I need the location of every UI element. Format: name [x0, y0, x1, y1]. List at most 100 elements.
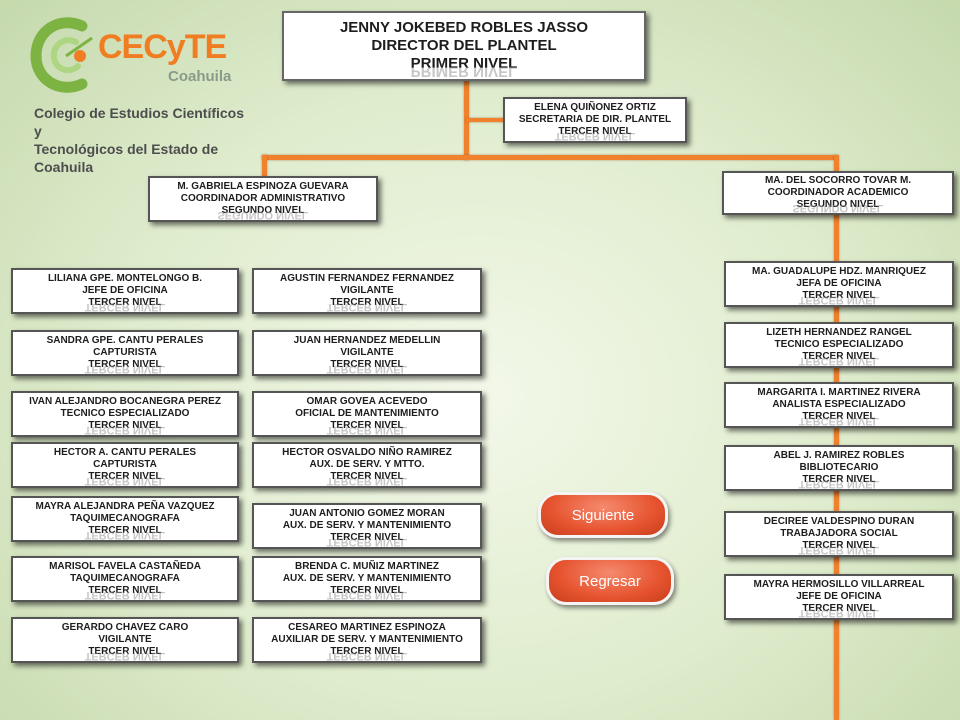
position-name: IVAN ALEJANDRO BOCANEGRA PEREZ: [29, 396, 221, 407]
logo-subtitle-line2: Tecnológicos del Estado de Coahuila: [34, 141, 219, 175]
position-role: CAPTURISTA: [93, 347, 157, 358]
position-level: TERCER NIVEL: [330, 532, 404, 543]
position-level: TERCER NIVEL: [88, 297, 162, 308]
logo-state: Coahuila: [168, 68, 232, 85]
position-level: TERCER NIVEL: [330, 420, 404, 431]
position-level: TERCER NIVEL: [88, 525, 162, 536]
position-level: TERCER NIVEL: [88, 471, 162, 482]
position-role: AUX. DE SERV. Y MANTENIMIENTO: [282, 573, 452, 584]
position-level: TERCER NIVEL: [558, 126, 632, 137]
position-name: MAYRA ALEJANDRA PEÑA VAZQUEZ: [35, 501, 215, 512]
connector-line: [466, 118, 506, 122]
position-name: BRENDA C. MUÑIZ MARTINEZ: [294, 561, 440, 572]
connector-line: [262, 155, 267, 185]
position-name: AGUSTIN FERNANDEZ FERNANDEZ: [280, 273, 454, 284]
position-name: MAYRA HERMOSILLO VILLARREAL: [753, 579, 925, 590]
position-name: MA. GUADALUPE HDZ. MANRIQUEZ: [752, 266, 926, 277]
position-role: SECRETARIA DE DIR. PLANTEL: [518, 114, 672, 125]
cecyte-logo: CECyTE Coahuila Colegio de Estudios Cien…: [26, 12, 246, 175]
position-role: AUX. DE SERV. Y MTTO.: [309, 459, 425, 470]
position-level: TERCER NIVEL: [330, 471, 404, 482]
position-role: TRABAJADORA SOCIAL: [780, 528, 898, 539]
position-level: TERCER NIVEL: [88, 359, 162, 370]
position-name: LIZETH HERNANDEZ RANGEL: [766, 327, 912, 338]
position-level: TERCER NIVEL: [802, 540, 876, 551]
position-level: TERCER NIVEL: [88, 585, 162, 596]
position-role: BIBLIOTECARIO: [799, 462, 879, 473]
position-role: AUX. DE SERV. Y MANTENIMIENTO: [282, 520, 452, 531]
position-level: PRIMER NIVEL: [410, 55, 518, 72]
position-level: TERCER NIVEL: [802, 603, 876, 614]
connector-line: [834, 155, 839, 175]
position-role: VIGILANTE: [340, 347, 394, 358]
position-name: MARISOL FAVELA CASTAÑEDA: [49, 561, 201, 572]
position-level: TERCER NIVEL: [802, 411, 876, 422]
position-name: MA. DEL SOCORRO TOVAR M.: [764, 175, 912, 186]
position-name: M. GABRIELA ESPINOZA GUEVARA: [177, 181, 349, 192]
next-button[interactable]: Siguiente: [538, 492, 668, 538]
position-role: VIGILANTE: [98, 634, 152, 645]
position-name: MARGARITA I. MARTINEZ RIVERA: [757, 387, 921, 398]
position-role: JEFE DE OFICINA: [796, 591, 882, 602]
logo-subtitle: Colegio de Estudios Científicos y Tecnol…: [34, 104, 246, 176]
position-name: CESAREO MARTINEZ ESPINOZA: [288, 622, 446, 633]
position-level: TERCER NIVEL: [330, 646, 404, 657]
position-role: TAQUIMECANOGRAFA: [70, 573, 180, 584]
position-name: JUAN ANTONIO GOMEZ MORAN: [289, 508, 445, 519]
position-role: AUXILIAR DE SERV. Y MANTENIMIENTO: [271, 634, 463, 645]
position-level: TERCER NIVEL: [88, 646, 162, 657]
admin-staff-box: LILIANA GPE. MONTELONGO B.JEFE DE OFICIN…: [11, 268, 239, 314]
position-level: SEGUNDO NIVEL: [221, 205, 305, 216]
logo-subtitle-line1: Colegio de Estudios Científicos y: [34, 105, 245, 139]
position-name: OMAR GOVEA ACEVEDO: [306, 396, 428, 407]
position-level: TERCER NIVEL: [88, 420, 162, 431]
position-role: VIGILANTE: [340, 285, 394, 296]
position-role: TECNICO ESPECIALIZADO: [774, 339, 904, 350]
position-name: SANDRA GPE. CANTU PERALES: [46, 335, 204, 346]
position-role: OFICIAL DE MANTENIMIENTO: [295, 408, 439, 419]
position-role: TECNICO ESPECIALIZADO: [60, 408, 190, 419]
position-level: TERCER NIVEL: [330, 359, 404, 370]
back-button[interactable]: Regresar: [546, 557, 674, 605]
position-role: DIRECTOR DEL PLANTEL: [371, 37, 557, 54]
logo-name: CECyTE: [98, 28, 227, 66]
position-name: ELENA QUIÑONEZ ORTIZ: [534, 102, 656, 113]
position-level: TERCER NIVEL: [802, 351, 876, 362]
position-role: JEFE DE OFICINA: [82, 285, 168, 296]
position-role: CAPTURISTA: [93, 459, 157, 470]
position-level: TERCER NIVEL: [802, 290, 876, 301]
position-name: HECTOR OSVALDO NIÑO RAMIREZ: [282, 447, 452, 458]
position-level: TERCER NIVEL: [330, 297, 404, 308]
position-role: COORDINADOR ADMINISTRATIVO: [180, 193, 346, 204]
position-level: SEGUNDO NIVEL: [796, 199, 880, 210]
cecyte-emblem-icon: [30, 17, 93, 93]
position-name: GERARDO CHAVEZ CARO: [61, 622, 189, 633]
position-role: ANALISTA ESPECIALIZADO: [772, 399, 906, 410]
position-name: JENNY JOKEBED ROBLES JASSO: [339, 19, 589, 36]
position-role: JEFA DE OFICINA: [796, 278, 882, 289]
position-level: TERCER NIVEL: [802, 474, 876, 485]
position-level: TERCER NIVEL: [330, 585, 404, 596]
coordinator-academic-box: MA. DEL SOCORRO TOVAR M.COORDINADOR ACAD…: [722, 171, 954, 215]
position-role: TAQUIMECANOGRAFA: [70, 513, 180, 524]
